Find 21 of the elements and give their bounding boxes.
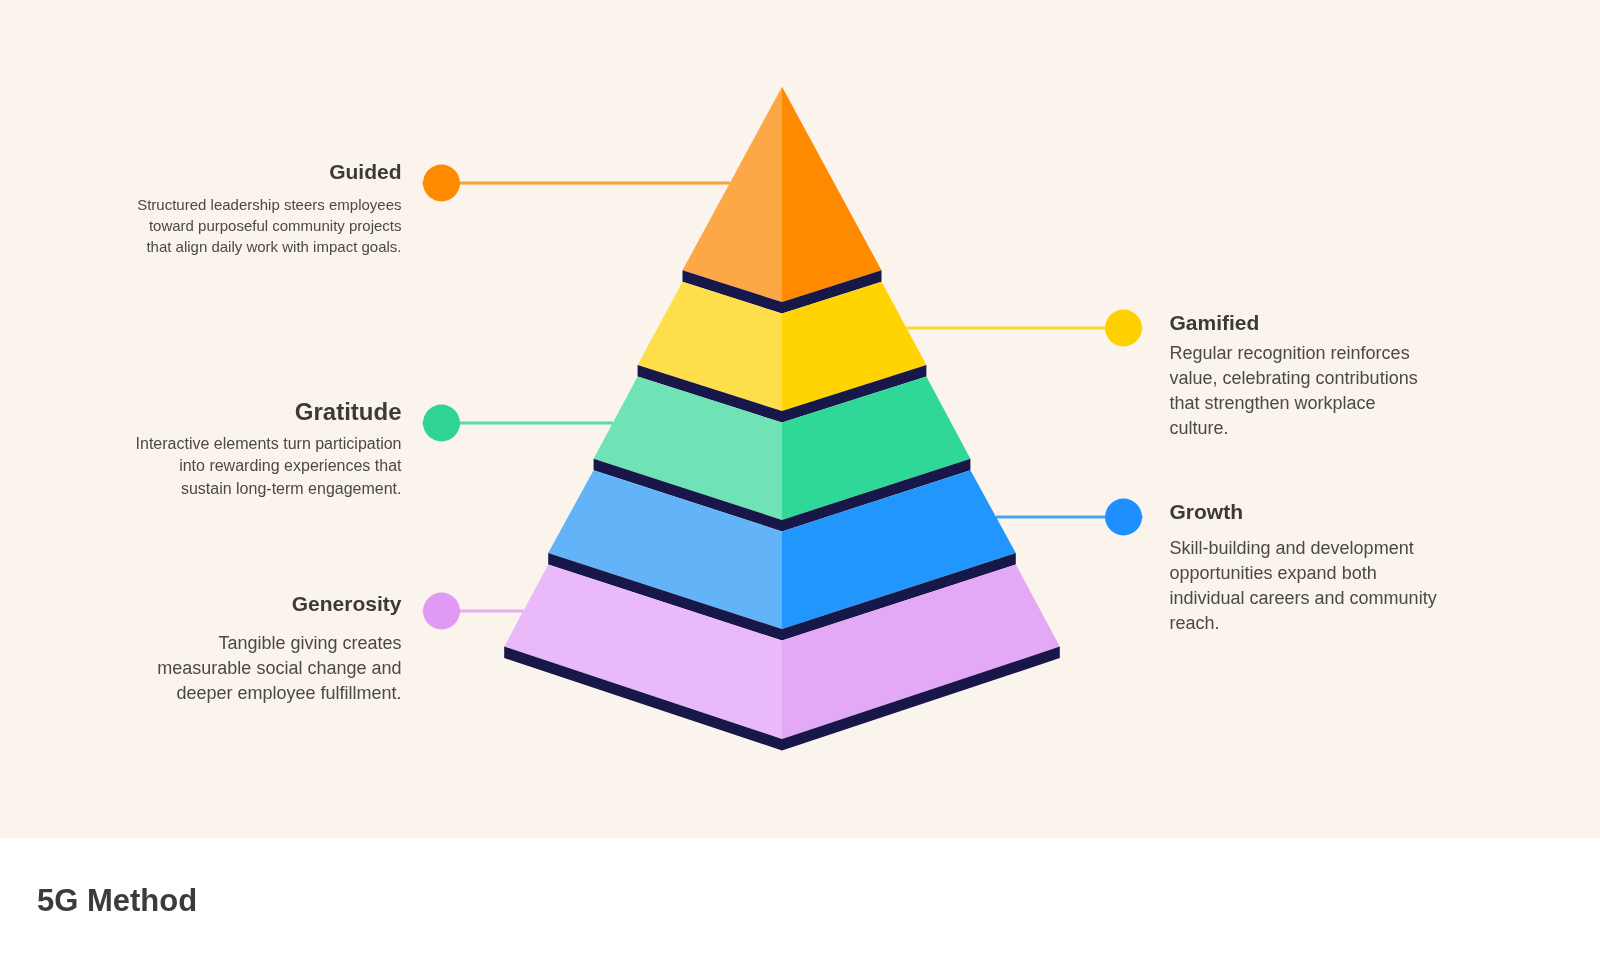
pyramid-tier — [593, 376, 971, 532]
tier-title: Generosity — [291, 591, 402, 617]
leader-line — [422, 404, 613, 442]
diagram-title: 5G Method — [37, 882, 198, 920]
tier-title: Gratitude — [294, 397, 402, 427]
tier-title: Guided — [329, 159, 402, 185]
tier-description: Skill-building and development opportunities expand both individual careers and community reach. — [1169, 536, 1438, 635]
tier-description: Regular recognition reinforces value, celebrating contributions that strengthen workplace culture. — [1169, 341, 1419, 440]
leader-line — [996, 498, 1143, 536]
tier-title: Growth — [1169, 499, 1243, 525]
tier-description: Interactive elements turn participation into rewarding experiences that sustain long-term engagement. — [134, 433, 402, 499]
pyramid-tier — [637, 281, 927, 423]
leader-line — [422, 592, 524, 630]
leader-line — [422, 164, 730, 202]
tier-title: Gamified — [1169, 310, 1260, 336]
pyramid-tier — [682, 86, 882, 314]
tier-description: Structured leadership steers employees toward purposeful community projects that align daily work with impact goals. — [136, 195, 402, 258]
leader-line — [906, 309, 1143, 347]
tier-description: Tangible giving creates measurable social change and deeper employee fulfillment. — [156, 631, 402, 705]
pyramid-tier — [504, 564, 1060, 751]
pyramid-tier — [548, 470, 1016, 641]
